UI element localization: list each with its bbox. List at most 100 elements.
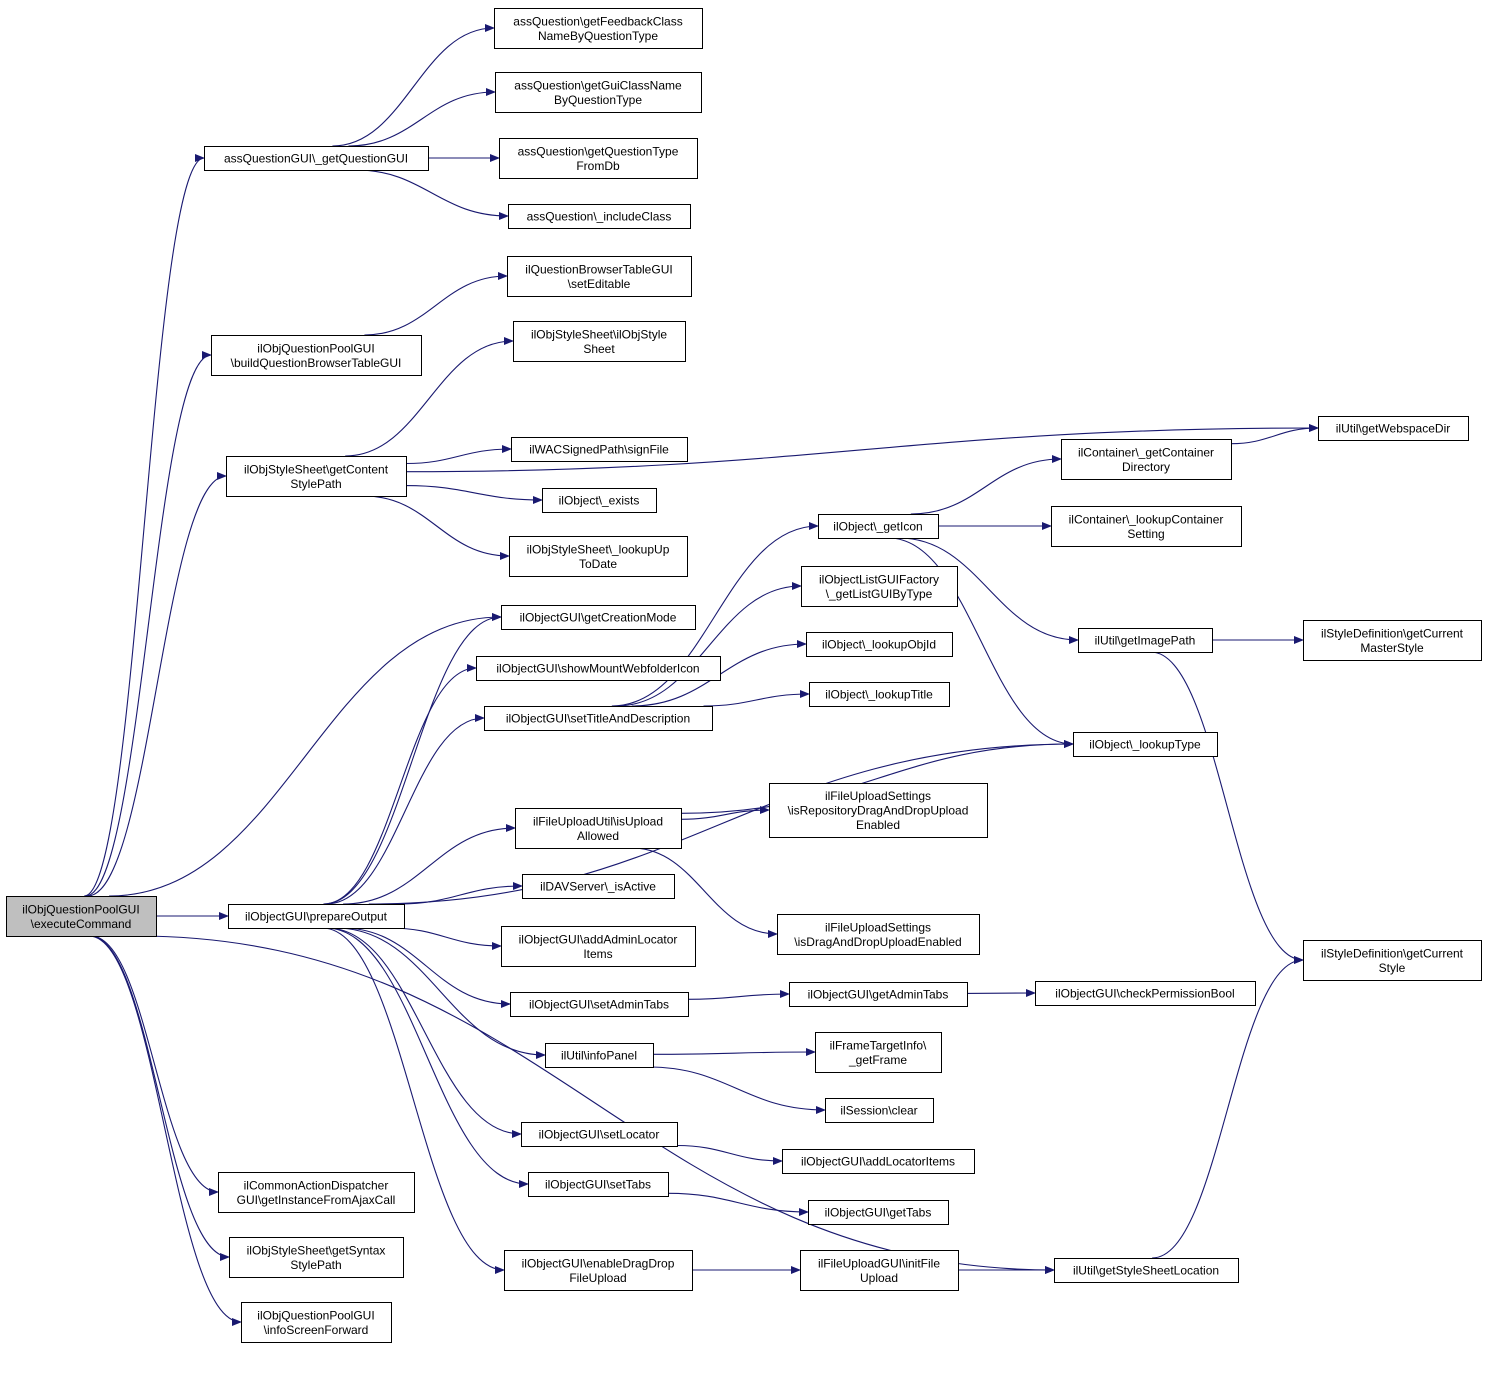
node-box	[522, 874, 675, 899]
node-getCreationMode[interactable]: ilObjectGUI\getCreationMode	[501, 605, 696, 630]
node-box	[1303, 940, 1482, 981]
node-getWebspaceDir[interactable]: ilUtil\getWebspaceDir	[1318, 416, 1469, 441]
node-label: ilObjectGUI\setTitleAndDescription	[506, 712, 690, 726]
node-label: ilObjectGUI\getAdminTabs	[808, 988, 949, 1002]
node-ilObjStyleSheetCtor[interactable]: ilObjStyleSheet\ilObjStyleSheet	[513, 321, 686, 362]
call-edge-getIcon-to-getImagePath	[899, 537, 1079, 644]
call-edge-infoPanel-to-getFrame	[652, 1048, 816, 1057]
call-edge-prepareOutput-to-addAdminLocatorItems	[389, 927, 502, 950]
node-label: ilFileUploadSettings	[825, 920, 931, 934]
node-getInstanceFromAjax[interactable]: ilCommonActionDispatcherGUI\getInstanceF…	[218, 1172, 415, 1213]
node-isActive[interactable]: ilDAVServer\_isActive	[522, 874, 675, 899]
node-infoScreenForward[interactable]: ilObjQuestionPoolGUI\infoScreenForward	[241, 1302, 392, 1343]
call-edge-root-to-getCreationMode	[109, 613, 502, 897]
node-includeClass[interactable]: assQuestion\_includeClass	[508, 204, 691, 229]
node-infoPanel[interactable]: ilUtil\infoPanel	[545, 1043, 654, 1068]
node-box	[789, 982, 968, 1007]
node-getQuestionGUI[interactable]: assQuestionGUI\_getQuestionGUI	[204, 146, 429, 171]
call-edge-getIcon-to-getContainerDirectory	[910, 455, 1062, 515]
node-box	[507, 256, 692, 297]
node-getListGUIByType[interactable]: ilObjectListGUIFactory\_getListGUIByType	[801, 566, 958, 607]
node-getTabs[interactable]: ilObjectGUI\getTabs	[808, 1200, 949, 1225]
node-label: ilObject\_lookupType	[1089, 738, 1201, 752]
node-lookupTitle[interactable]: ilObject\_lookupTitle	[809, 682, 950, 707]
node-checkPermissionBool[interactable]: ilObjectGUI\checkPermissionBool	[1035, 981, 1256, 1006]
node-box	[1054, 1258, 1239, 1283]
node-box	[545, 1043, 654, 1068]
node-getFrame[interactable]: ilFrameTargetInfo\_getFrame	[815, 1032, 942, 1073]
node-getStyleSheetLocation[interactable]: ilUtil\getStyleSheetLocation	[1054, 1258, 1239, 1283]
call-edge-prepareOutput-to-enableDragDropFileUpload	[322, 927, 505, 1274]
call-edge-prepareOutput-to-infoPanel	[335, 927, 546, 1059]
node-label: ilObjectGUI\setTabs	[545, 1178, 651, 1192]
node-lookupObjId[interactable]: ilObject\_lookupObjId	[806, 632, 953, 657]
node-setTitleAndDescription[interactable]: ilObjectGUI\setTitleAndDescription	[484, 706, 713, 731]
node-exists[interactable]: ilObject\_exists	[542, 488, 657, 513]
node-setEditable[interactable]: ilQuestionBrowserTableGUI\setEditable	[507, 256, 692, 297]
node-label: ilObjectGUI\getTabs	[825, 1206, 932, 1220]
node-lookupType[interactable]: ilObject\_lookupType	[1073, 732, 1218, 757]
node-label: Allowed	[577, 829, 619, 843]
node-label: ilStyleDefinition\getCurrent	[1321, 946, 1464, 960]
node-label: ByQuestionType	[554, 93, 642, 107]
call-edge-root-to-getInstanceFromAjax	[90, 935, 219, 1196]
node-prepareOutput[interactable]: ilObjectGUI\prepareOutput	[228, 904, 405, 929]
node-getFeedbackClass[interactable]: assQuestion\getFeedbackClassNameByQuesti…	[494, 8, 703, 49]
node-label: ilObjQuestionPoolGUI	[22, 902, 139, 916]
call-edge-root-to-getQuestionGUI	[84, 154, 205, 897]
node-label: \executeCommand	[31, 917, 132, 931]
node-root[interactable]: ilObjQuestionPoolGUI\executeCommand	[6, 896, 157, 937]
node-getGuiClassName[interactable]: assQuestion\getGuiClassNameByQuestionTyp…	[495, 72, 702, 113]
node-label: ilObjStyleSheet\ilObjStyle	[531, 327, 667, 341]
node-setLocator[interactable]: ilObjectGUI\setLocator	[521, 1122, 678, 1147]
node-isDnDEnabled[interactable]: ilFileUploadSettings\isDragAndDropUpload…	[777, 914, 980, 955]
node-label: StylePath	[290, 1258, 341, 1272]
node-label: ilQuestionBrowserTableGUI	[525, 262, 672, 276]
node-box	[528, 1172, 669, 1197]
node-label: ilObjectGUI\prepareOutput	[245, 910, 388, 924]
call-edge-root-to-getContentStylePath	[87, 472, 227, 897]
node-signFile[interactable]: ilWACSignedPath\signFile	[511, 437, 688, 462]
node-buildQBT[interactable]: ilObjQuestionPoolGUI\buildQuestionBrowse…	[211, 335, 422, 376]
node-box	[501, 605, 696, 630]
node-getAdminTabs[interactable]: ilObjectGUI\getAdminTabs	[789, 982, 968, 1007]
node-showMountWebfolderIcon[interactable]: ilObjectGUI\showMountWebfolderIcon	[476, 656, 721, 681]
node-box	[815, 1032, 942, 1073]
node-label: ilObjectGUI\setLocator	[539, 1128, 660, 1142]
node-setAdminTabs[interactable]: ilObjectGUI\setAdminTabs	[510, 992, 689, 1017]
node-isRepositoryDnD[interactable]: ilFileUploadSettings\isRepositoryDragAnd…	[769, 783, 988, 838]
node-label: ilFrameTargetInfo\	[830, 1038, 927, 1052]
node-label: ilContainer\_getContainer	[1078, 445, 1214, 459]
node-getIcon[interactable]: ilObject\_getIcon	[818, 514, 939, 539]
node-box	[494, 8, 703, 49]
node-box	[800, 1250, 959, 1291]
node-label: ilDAVServer\_isActive	[540, 880, 656, 894]
node-label: FileUpload	[569, 1271, 626, 1285]
call-edge-prepareOutput-to-setTabs	[325, 927, 529, 1188]
call-edge-getQuestionGUI-to-includeClass	[355, 169, 509, 220]
node-label: Sheet	[583, 342, 615, 356]
node-setTabs[interactable]: ilObjectGUI\setTabs	[528, 1172, 669, 1197]
call-edge-getIcon-to-lookupType	[888, 537, 1074, 748]
node-box	[515, 808, 682, 849]
call-edge-prepareOutput-to-lookupType	[368, 740, 1074, 905]
node-sessionClear[interactable]: ilSession\clear	[825, 1098, 934, 1123]
node-box	[1073, 732, 1218, 757]
node-box	[484, 706, 713, 731]
node-box	[513, 321, 686, 362]
node-box	[204, 146, 429, 171]
node-getImagePath[interactable]: ilUtil\getImagePath	[1078, 628, 1213, 653]
node-addLocatorItems[interactable]: ilObjectGUI\addLocatorItems	[782, 1149, 975, 1174]
